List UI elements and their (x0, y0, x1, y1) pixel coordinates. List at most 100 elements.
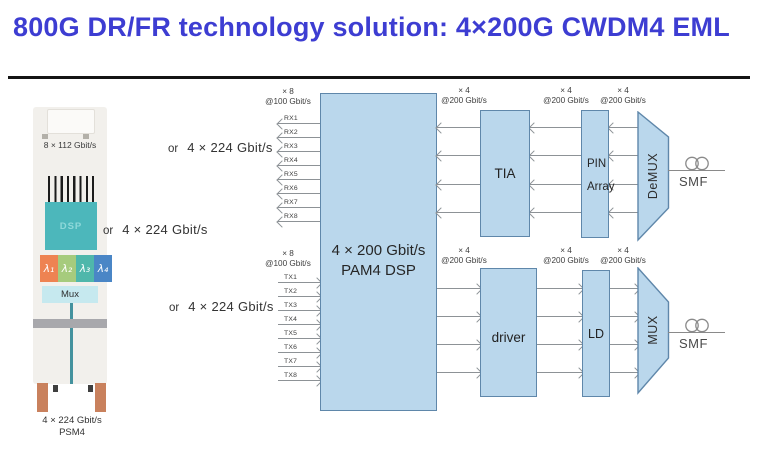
fiber-coil-icon (685, 156, 709, 171)
x4-multiplier: × 4 (617, 246, 629, 255)
or-word: or (103, 225, 114, 237)
x4-rate-label: × 4 @200 Gbit/s (429, 246, 499, 265)
pin-line: PIN (587, 158, 607, 170)
module-screw-right (83, 134, 89, 139)
rx-path-arrow (437, 212, 480, 213)
tx-lane-label: TX3 (284, 302, 298, 309)
tx-path-arrow (610, 372, 638, 373)
tx-lane-label: TX2 (284, 288, 298, 295)
module-psm4-label: PSM4 (59, 427, 85, 438)
rx-arrow (278, 123, 320, 124)
pin-array-block: PIN Array (581, 110, 614, 238)
smf-label-rx: SMF (679, 174, 708, 189)
mux-shape (637, 267, 670, 395)
demux-label: DeMUX (646, 152, 660, 200)
tx-arrow (278, 324, 320, 325)
module-caption: 4 × 224 Gbit/s PSM4 (18, 415, 126, 439)
tx-lane-count-label: × 8 @100 Gbit/s (253, 249, 323, 268)
tx-path-arrow (537, 288, 582, 289)
rx-lane-label: RX8 (284, 213, 298, 220)
tx-arrow (278, 366, 320, 367)
alt-rate-note-module: or 4 × 224 Gbit/s (103, 222, 208, 237)
alt-rate-value: 4 × 224 Gbit/s (187, 140, 273, 155)
rx-arrow (278, 179, 320, 180)
pam4-dsp-label: 4 × 200 Gbit/s PAM4 DSP (321, 241, 436, 280)
pam4-dsp-block: 4 × 200 Gbit/s PAM4 DSP (320, 93, 437, 411)
fiber-line-rx (668, 170, 725, 171)
dsp-name-line: PAM4 DSP (341, 261, 416, 279)
rx-path-arrow (530, 155, 581, 156)
rate-200g: @200 Gbit/s (543, 255, 589, 265)
tx-path-arrow (537, 316, 582, 317)
driver-label: driver (491, 330, 526, 345)
x4-rate-label: × 4 @200 Gbit/s (531, 86, 601, 105)
rx-path-arrow (437, 127, 480, 128)
rx-path-arrow (530, 127, 581, 128)
title-divider (8, 76, 750, 79)
module-optical-rate-label: 4 × 224 Gbit/s (42, 415, 102, 426)
tx-lane-label: TX6 (284, 344, 298, 351)
ld-label: LD (588, 326, 604, 341)
rx-arrow (278, 221, 320, 222)
rx-path-arrow (437, 155, 480, 156)
rx-path-arrow (437, 184, 480, 185)
alt-rate-note-tx: or 4 × 224 Gbit/s (169, 299, 274, 314)
tx-lane-label: TX5 (284, 330, 298, 337)
x8-multiplier: × 8 (282, 87, 294, 96)
tx-lane-label: TX7 (284, 358, 298, 365)
tx-path-arrow (437, 288, 480, 289)
tx-arrow (278, 352, 320, 353)
page-title: 800G DR/FR technology solution: 4×200G C… (13, 12, 730, 42)
rx-lane-label: RX1 (284, 115, 298, 122)
x4-multiplier: × 4 (560, 246, 572, 255)
rx-arrow (278, 151, 320, 152)
connector-latch-left (53, 385, 58, 392)
x4-multiplier: × 4 (458, 246, 470, 255)
module-cage-opening (47, 109, 95, 134)
tx-arrow (278, 310, 320, 311)
rx-lane-label: RX7 (284, 199, 298, 206)
tx-path-arrow (610, 288, 638, 289)
dsp-rate-line: 4 × 200 Gbit/s (331, 242, 426, 259)
rx-arrow (278, 137, 320, 138)
or-word: or (168, 143, 179, 155)
x4-rate-label: × 4 @200 Gbit/s (531, 246, 601, 265)
rate-200g: @200 Gbit/s (441, 255, 487, 265)
module-mux-block: Mux (42, 286, 98, 303)
tx-path-arrow (610, 316, 638, 317)
mux-label: MUX (646, 315, 660, 345)
tx-arrow (278, 380, 320, 381)
rx-lane-label: RX5 (284, 171, 298, 178)
pin-array-label: PIN Array (587, 153, 614, 199)
alt-rate-value: 4 × 224 Gbit/s (122, 222, 208, 237)
tx-path-arrow (537, 344, 582, 345)
connector-pad-left (37, 383, 48, 412)
alt-rate-note-rx: or 4 × 224 Gbit/s (168, 140, 273, 155)
lambda3-laser: λ₃ (76, 255, 94, 282)
x4-multiplier: × 4 (458, 86, 470, 95)
tx-path-arrow (437, 344, 480, 345)
rate-200g: @200 Gbit/s (543, 95, 589, 105)
demux-shape (637, 111, 670, 242)
lambda4-laser: λ₄ (94, 255, 112, 282)
rx-lane-count-label: × 8 @100 Gbit/s (253, 87, 323, 106)
alt-rate-value: 4 × 224 Gbit/s (188, 299, 274, 314)
rx-lane-label: RX3 (284, 143, 298, 150)
rx-path-arrow (530, 184, 581, 185)
tx-path-arrow (437, 316, 480, 317)
rx-arrow (278, 207, 320, 208)
rx-arrow (278, 165, 320, 166)
or-word: or (169, 302, 180, 314)
tx-arrow (278, 296, 320, 297)
rx-path-arrow (609, 212, 638, 213)
rate-100g: @100 Gbit/s (265, 258, 311, 268)
rate-200g: @200 Gbit/s (600, 95, 646, 105)
ld-block: LD (582, 270, 610, 397)
tx-lane-label: TX8 (284, 372, 298, 379)
driver-block: driver (480, 268, 537, 397)
rate-200g: @200 Gbit/s (600, 255, 646, 265)
module-electrical-rate-label: 8 × 112 Gbit/s (43, 140, 97, 150)
lambda2-laser: λ₂ (58, 255, 76, 282)
rx-path-arrow (530, 212, 581, 213)
